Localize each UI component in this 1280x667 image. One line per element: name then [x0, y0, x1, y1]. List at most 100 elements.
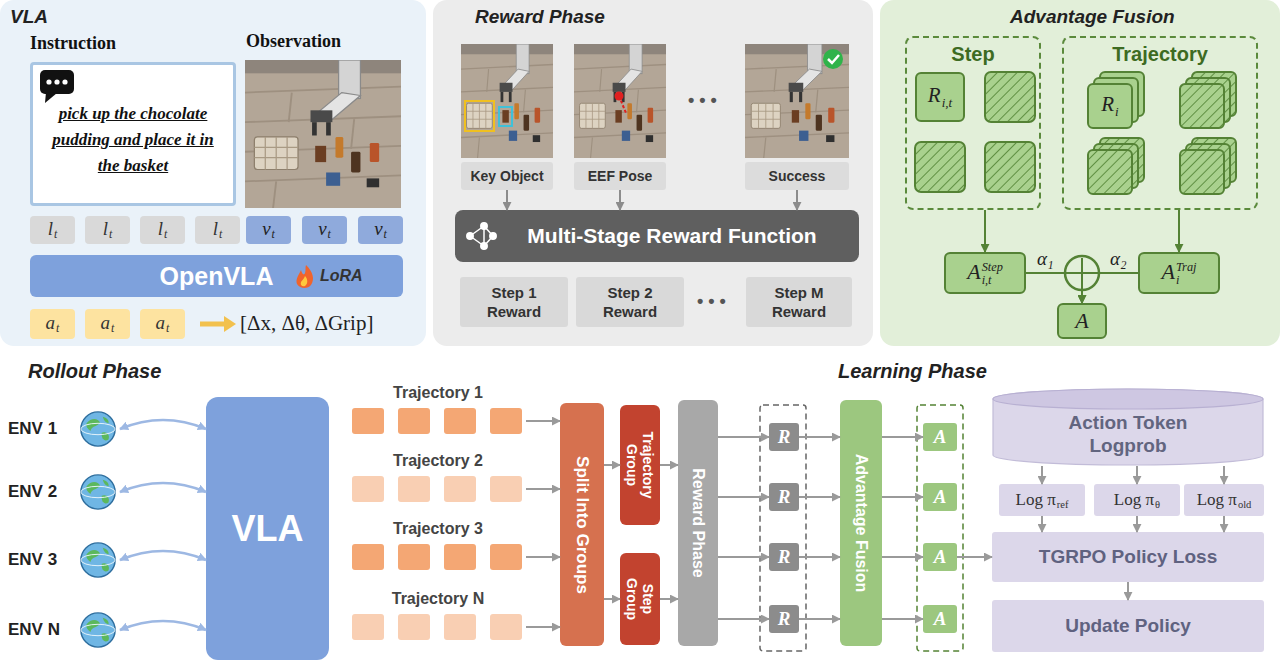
node-text: A: [934, 486, 947, 508]
node-text: Trajectory 3: [350, 520, 526, 538]
connector: [1041, 466, 1043, 484]
env-globes-part: [81, 412, 115, 446]
stage-bar: Advantage Fusion: [840, 400, 882, 646]
advantage-token: A: [923, 483, 957, 511]
update-box: Update Policy: [992, 600, 1264, 652]
node-text: Traj: [1176, 261, 1197, 274]
node-text: Log π: [1114, 490, 1154, 509]
connector: [718, 496, 769, 498]
connector: [120, 621, 206, 630]
node-text: l: [158, 218, 163, 239]
node-text: A: [1075, 308, 1088, 334]
trajectory-steps-part: [444, 614, 476, 640]
node-text: t: [272, 228, 275, 241]
node-text: EEF Pose: [588, 168, 653, 184]
trajectory-steps-part: [352, 408, 384, 434]
loss-box: TGRPO Policy Loss: [992, 532, 1264, 582]
trajectory-steps-part: [490, 408, 522, 434]
ellipsis: • • •: [688, 90, 717, 111]
math-term: Ri,t: [928, 83, 952, 110]
node-text: v: [318, 218, 326, 239]
trajectory-steps-part: [398, 408, 430, 434]
reward-box: Step 2 Reward: [576, 277, 684, 327]
node-text: t: [328, 228, 331, 241]
math-term: vt: [318, 218, 331, 243]
token-box: vt: [302, 216, 347, 244]
trajectory-steps-part: [352, 544, 384, 570]
caption-box: Success: [745, 162, 849, 190]
node-text: ENV 1: [8, 419, 57, 439]
edge-label: α₁: [1035, 249, 1056, 270]
connector: [1127, 582, 1129, 600]
node-text: Trajectory N: [350, 590, 526, 608]
reward-function-bar: Multi-Stage Reward Function: [455, 210, 859, 262]
node-text: ref: [1057, 499, 1069, 510]
ellipsis: • • •: [697, 291, 726, 312]
connector: [799, 436, 840, 438]
trajectory-steps-part: [490, 476, 522, 502]
node-text: Step: [905, 43, 1041, 66]
token-box: at: [140, 309, 185, 339]
reward-box: Step 1 Reward: [460, 277, 568, 327]
connector: [799, 556, 840, 558]
node-text: ENV N: [8, 620, 60, 640]
connector: [1041, 516, 1043, 532]
node-text: i: [1176, 274, 1197, 287]
math-term: Log πref: [1016, 490, 1069, 510]
advantage-box: A: [1057, 303, 1107, 339]
connector: [526, 626, 560, 628]
connector: [718, 556, 769, 558]
cylinder-body: [993, 389, 1263, 465]
group-frame: TrajectoryRi: [1062, 36, 1258, 210]
connector: [882, 496, 923, 498]
panel: VLAInstructionpick up the chocolate pudd…: [0, 0, 426, 346]
node-text: Advantage Fusion: [852, 406, 870, 640]
logprob-store: Action Token Logprob: [992, 388, 1264, 466]
node-text: A: [934, 546, 947, 568]
node-text: Observation: [246, 31, 341, 52]
node-text: Multi-Stage Reward Function: [527, 224, 816, 248]
connector: [1223, 516, 1225, 532]
node-text: Success: [769, 168, 826, 184]
node-text: l: [103, 218, 108, 239]
trajectory-steps-part: [352, 476, 384, 502]
node-text: Trajectory 2: [350, 452, 526, 470]
token-box: lt: [140, 216, 185, 244]
group-brackets-part: [917, 405, 963, 651]
node-text: t: [111, 322, 114, 335]
node-text: Log π: [1016, 490, 1056, 509]
token-box: lt: [195, 216, 240, 244]
token-box: vt: [358, 216, 403, 244]
math-term: ATraji: [1162, 259, 1197, 287]
group-brackets-part: [760, 405, 806, 651]
connector: [120, 551, 206, 560]
reward-token: R: [769, 605, 799, 633]
connector: [1223, 466, 1225, 484]
environment: ENV 2: [6, 473, 120, 511]
node-text: t: [384, 228, 387, 241]
environment: ENV 3: [6, 541, 120, 579]
token-box: lt: [30, 216, 75, 244]
math-term: at: [46, 312, 60, 337]
trajectory-steps-part: [490, 544, 522, 570]
math-term: Log πθ: [1114, 490, 1160, 510]
math-term: Ri: [1101, 92, 1118, 119]
stage-bar: Split Into Groups: [560, 403, 604, 646]
caption-box: Key Object: [461, 162, 553, 190]
logprob-box: Log πref: [999, 484, 1085, 516]
token-box: at: [85, 309, 130, 339]
connector: [660, 598, 678, 600]
node-text: a: [46, 312, 56, 333]
advantage-box: ATraji: [1138, 252, 1220, 294]
node-text: R: [778, 546, 791, 568]
node-text: t: [166, 322, 169, 335]
connector: [718, 436, 769, 438]
token-box: lt: [85, 216, 130, 244]
node-text: Step Group: [624, 569, 656, 629]
node-text: Trajectory Group: [624, 411, 656, 519]
connector: [660, 464, 678, 466]
math-term: at: [156, 312, 170, 337]
node-text: l: [48, 218, 53, 239]
cylinder-top: [993, 389, 1263, 409]
node-text: i,t: [942, 95, 953, 110]
